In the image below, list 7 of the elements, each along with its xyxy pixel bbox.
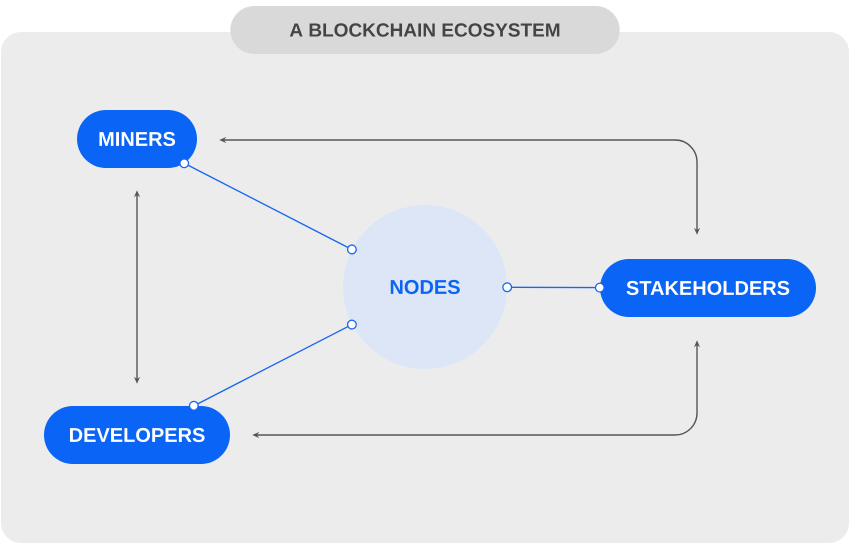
- role-pill: MINERS: [77, 110, 197, 168]
- connector: [179, 158, 357, 254]
- connector: [502, 282, 605, 293]
- role-pill: DEVELOPERS: [44, 406, 230, 464]
- connector: [188, 320, 357, 411]
- role-pill: STAKEHOLDERS: [600, 259, 816, 317]
- title-pill: A BLOCKCHAIN ECOSYSTEM: [230, 6, 620, 54]
